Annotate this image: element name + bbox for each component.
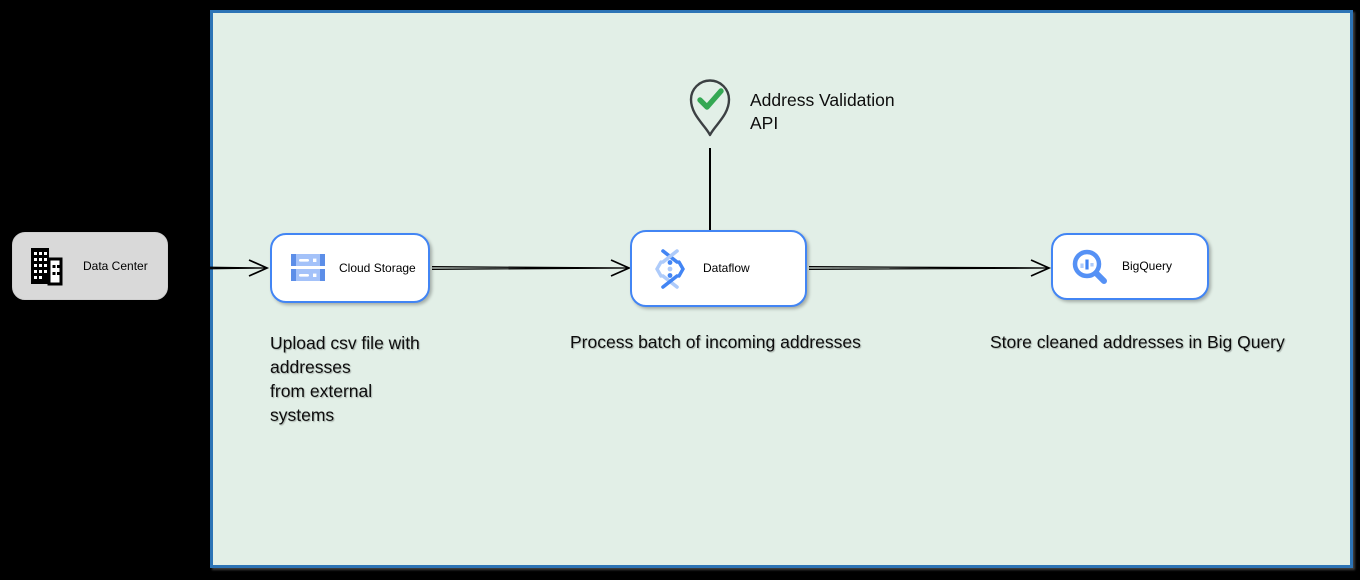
dataflow-icon bbox=[650, 248, 690, 290]
building-icon bbox=[29, 246, 63, 286]
caption-process-batch: Process batch of incoming addresses bbox=[570, 332, 861, 352]
caption-upload-csv: Upload csv file with addresses from exte… bbox=[270, 333, 420, 425]
node-label: BigQuery bbox=[1122, 259, 1173, 274]
cloud-storage-icon bbox=[290, 253, 326, 283]
bigquery-icon bbox=[1071, 248, 1109, 286]
node-dataflow: Dataflow bbox=[630, 230, 807, 307]
caption-store-cleaned: Store cleaned addresses in Big Query bbox=[990, 332, 1285, 352]
location-pin-check-icon bbox=[689, 79, 731, 137]
node-bigquery: BigQuery bbox=[1051, 233, 1209, 300]
node-label: Cloud Storage bbox=[339, 260, 416, 275]
node-label: Dataflow bbox=[703, 261, 750, 276]
api-marker-label: Address Validation API bbox=[750, 90, 895, 133]
node-cloud-storage: Cloud Storage bbox=[270, 233, 430, 303]
address-validation-marker bbox=[688, 78, 732, 138]
node-data-center: Data Center bbox=[12, 232, 168, 300]
node-label: Data Center bbox=[83, 258, 148, 273]
